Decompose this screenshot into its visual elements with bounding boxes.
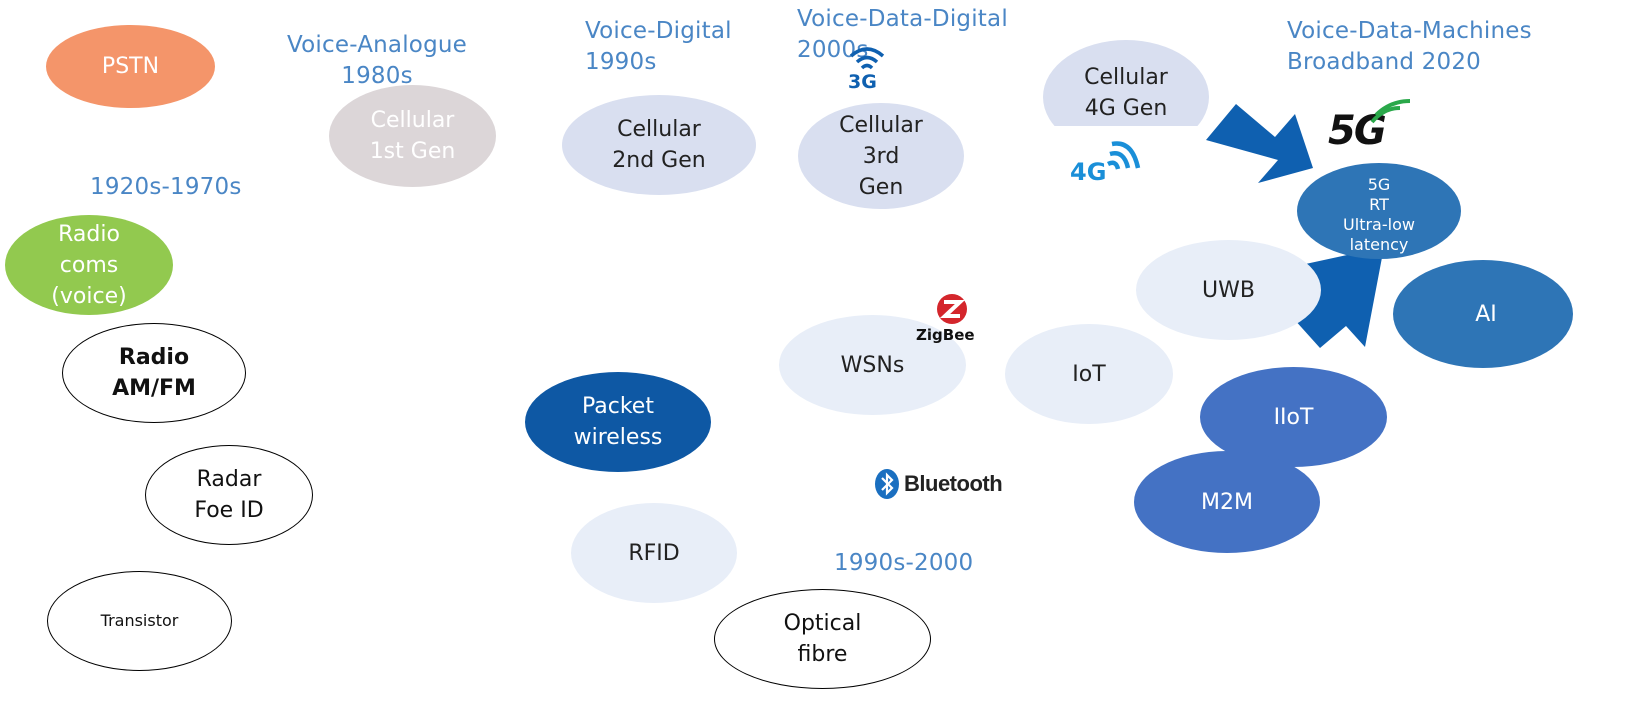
- node-rfid: RFID: [571, 503, 737, 603]
- label-voice-digital: Voice-Digital 1990s: [585, 18, 732, 75]
- node-transistor: Transistor: [47, 571, 232, 671]
- node-cellular-3rd-gen: Cellular 3rd Gen: [798, 103, 964, 209]
- node-ai: AI: [1393, 260, 1573, 368]
- node-cellular-4g-gen: Cellular 4G Gen: [1043, 40, 1209, 126]
- label-years-1920-1970: 1920s-1970s: [90, 174, 242, 200]
- bluetooth-icon: [875, 469, 899, 499]
- node-cellular-1st-gen: Cellular 1st Gen: [329, 85, 496, 187]
- node-radio-am-fm: Radio AM/FM: [62, 323, 246, 423]
- 5g-logo: 5G: [1322, 98, 1418, 158]
- label-years-1990-2000: 1990s-2000: [834, 550, 974, 576]
- node-packet-wireless: Packet wireless: [525, 372, 711, 472]
- label-voice-analogue: Voice-Analogue 1980s: [287, 32, 467, 89]
- node-uwb: UWB: [1136, 240, 1321, 340]
- zigbee-logo: ZigBee: [914, 292, 990, 348]
- arrow-icon: [1206, 104, 1313, 183]
- node-cellular-2nd-gen: Cellular 2nd Gen: [562, 95, 756, 195]
- bluetooth-logo: Bluetooth: [874, 466, 1028, 502]
- node-5g-ultra-low-latency: 5G RT Ultra-low latency: [1297, 163, 1461, 259]
- node-iiot: IIoT: [1200, 367, 1387, 467]
- node-iot: IoT: [1005, 324, 1173, 424]
- node-m2m: M2M: [1134, 451, 1320, 553]
- wifi-icon: [1370, 99, 1411, 124]
- wifi-icon: [1106, 141, 1141, 170]
- wifi-icon: [849, 47, 885, 70]
- zigbee-icon: [937, 294, 967, 324]
- node-optical-fibre: Optical fibre: [714, 589, 931, 689]
- 3g-logo: 3G: [842, 38, 892, 94]
- label-voice-data-machines: Voice-Data-Machines Broadband 2020: [1287, 18, 1532, 75]
- node-radio-coms: Radio coms (voice): [5, 215, 173, 315]
- node-pstn: PSTN: [46, 25, 215, 108]
- node-radar-foe-id: Radar Foe ID: [145, 445, 313, 545]
- node-wsns: WSNs: [779, 315, 966, 415]
- 4g-logo: 4G: [1068, 138, 1148, 190]
- label-voice-data-digital: Voice-Data-Digital 2000s: [797, 6, 1008, 63]
